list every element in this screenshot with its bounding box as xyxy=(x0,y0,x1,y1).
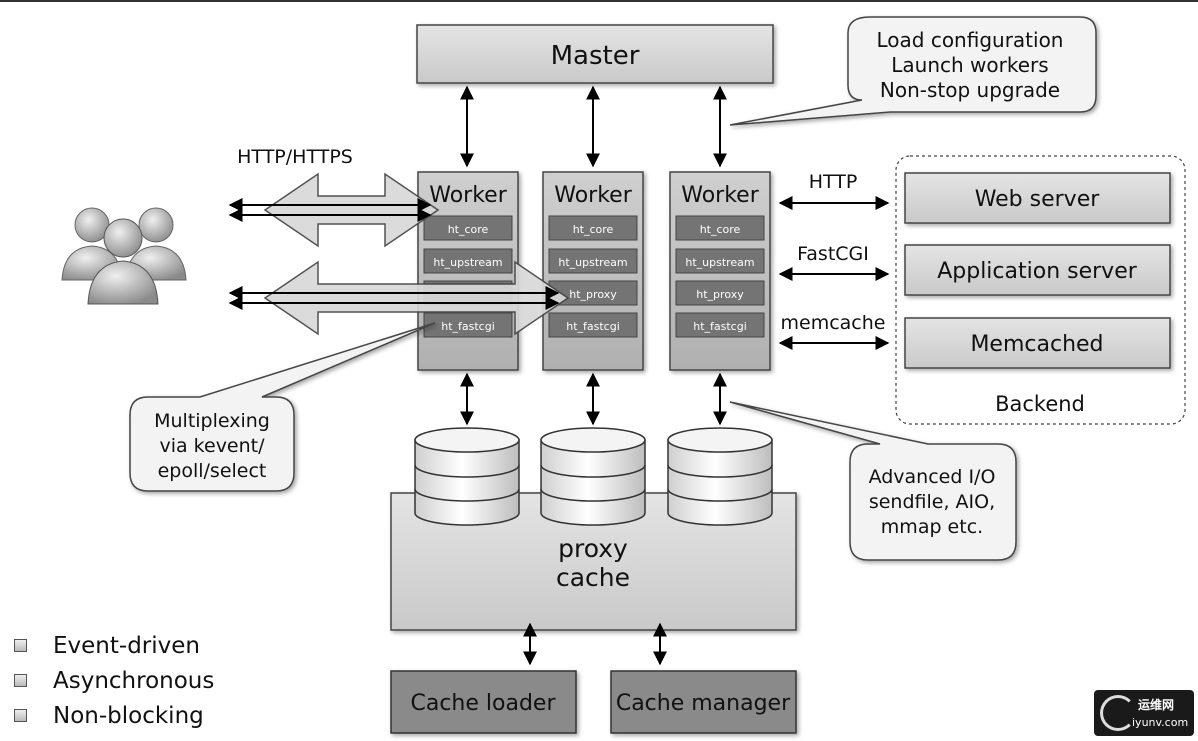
backend-arrows: HTTP FastCGI memcache xyxy=(778,171,890,350)
bullet-square-icon xyxy=(14,709,27,722)
master-box: Master xyxy=(416,24,774,84)
module-label: ht_upstream xyxy=(433,256,502,269)
cache-loader-label: Cache loader xyxy=(410,691,556,716)
module-label: ht_core xyxy=(448,223,489,236)
memcached-label: Memcached xyxy=(970,332,1103,357)
cache-loader-box: Cache loader xyxy=(390,670,577,734)
watermark-logo: 运维网 iyunv.com xyxy=(1094,690,1194,736)
disk-stack-3 xyxy=(667,427,773,526)
cache-process-arrows xyxy=(523,622,667,666)
svg-text:Worker: Worker xyxy=(429,183,507,208)
client-connection-arrow-1 xyxy=(228,172,440,248)
web-server-label: Web server xyxy=(975,187,1101,212)
backend-label: Backend xyxy=(995,392,1085,416)
fastcgi-protocol-label: FastCGI xyxy=(797,243,869,265)
advanced-io-callout: Advanced I/O sendfile, AIO, mmap etc. xyxy=(729,401,1017,561)
module-label: ht_upstream xyxy=(558,256,627,269)
bullet-square-icon xyxy=(14,674,27,687)
svg-text:epoll/select: epoll/select xyxy=(158,460,267,482)
feature-list: Event-driven Asynchronous Non-blocking xyxy=(14,628,214,733)
feature-item: Event-driven xyxy=(14,628,214,663)
feature-item: Asynchronous xyxy=(14,663,214,698)
svg-text:cache: cache xyxy=(556,563,630,592)
svg-text:proxy: proxy xyxy=(558,534,628,563)
disk-stack-1 xyxy=(414,427,520,526)
users-icon xyxy=(61,207,187,305)
module-label: ht_core xyxy=(573,223,614,236)
module-label: ht_proxy xyxy=(569,288,617,301)
client-protocol-label: HTTP/HTTPS xyxy=(237,146,353,168)
client-connection-arrow-2 xyxy=(228,260,570,336)
memcache-protocol-label: memcache xyxy=(781,312,886,334)
multiplexing-callout: Multiplexing via kevent/ epoll/select xyxy=(129,322,436,492)
application-server-label: Application server xyxy=(937,259,1138,284)
module-label: ht_fastcgi xyxy=(441,320,495,333)
worker-3: Worker ht_core ht_upstream ht_proxy ht_f… xyxy=(669,171,771,371)
svg-text:Launch workers: Launch workers xyxy=(891,53,1048,77)
master-worker-arrows xyxy=(460,85,727,168)
svg-text:sendfile, AIO,: sendfile, AIO, xyxy=(869,491,995,513)
svg-text:Non-stop upgrade: Non-stop upgrade xyxy=(880,78,1060,102)
disk-stack-2 xyxy=(540,427,646,526)
http-protocol-label: HTTP xyxy=(809,171,858,193)
svg-text:Worker: Worker xyxy=(681,183,759,208)
svg-text:Advanced I/O: Advanced I/O xyxy=(869,466,996,488)
logo-ring-icon xyxy=(1100,695,1136,731)
svg-text:mmap etc.: mmap etc. xyxy=(881,516,983,538)
module-label: ht_fastcgi xyxy=(693,320,747,333)
master-callout: Load configuration Launch workers Non-st… xyxy=(729,16,1097,126)
svg-text:via kevent/: via kevent/ xyxy=(159,435,265,457)
svg-text:Multiplexing: Multiplexing xyxy=(154,410,270,432)
bullet-square-icon xyxy=(14,639,27,652)
worker-1: Worker ht_core ht_upstream ht_fastcgi xyxy=(417,171,519,371)
svg-text:Load configuration: Load configuration xyxy=(876,28,1063,52)
cache-manager-box: Cache manager xyxy=(610,670,797,734)
worker-disk-arrows xyxy=(460,372,727,426)
svg-text:Worker: Worker xyxy=(554,183,632,208)
backend-group: Web server Application server Memcached … xyxy=(895,155,1186,425)
cache-manager-label: Cache manager xyxy=(616,691,791,716)
module-label: ht_upstream xyxy=(685,256,754,269)
master-label: Master xyxy=(551,41,640,71)
module-label: ht_core xyxy=(700,223,741,236)
module-label: ht_proxy xyxy=(696,288,744,301)
feature-item: Non-blocking xyxy=(14,698,214,733)
worker-2: Worker ht_core ht_upstream ht_proxy ht_f… xyxy=(542,171,644,371)
module-label: ht_fastcgi xyxy=(566,320,620,333)
